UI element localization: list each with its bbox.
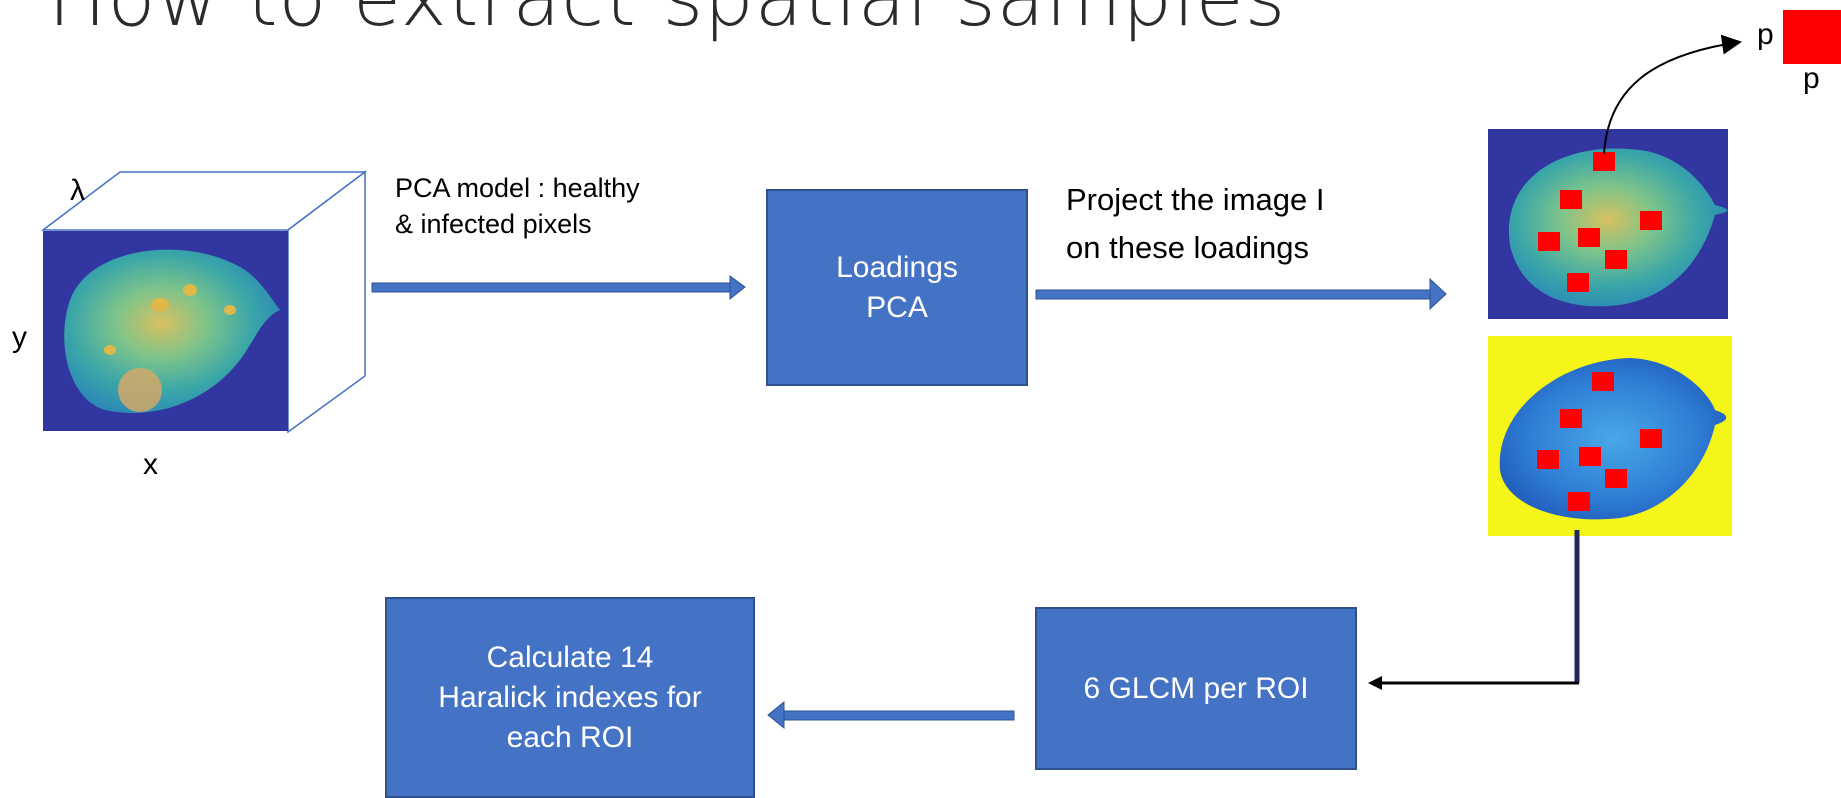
pca-model-label: PCA model : healthy & infected pixels	[395, 173, 640, 239]
hyperspectral-cube	[40, 170, 368, 434]
roi-markers-top	[1538, 152, 1662, 292]
y-axis-label: y	[12, 321, 27, 354]
curved-arrow	[1603, 34, 1742, 155]
roi-legend-square	[1783, 10, 1841, 64]
arrow-pca	[371, 275, 746, 301]
loadings-pca-box: Loadings PCA	[766, 189, 1028, 386]
lambda-label: λ	[70, 174, 85, 207]
roi-width-label: p	[1757, 18, 1774, 51]
connector-to-glcm	[1368, 530, 1580, 690]
project-label: Project the image I on these loadings	[1066, 182, 1325, 265]
x-axis-label: x	[143, 448, 158, 481]
glcm-box: 6 GLCM per ROI	[1035, 607, 1357, 770]
roi-markers-bottom	[1537, 372, 1662, 511]
roi-height-label: p	[1803, 62, 1820, 95]
projected-image-bottom	[1488, 336, 1732, 536]
page-title: How to extract spatial samples	[48, 0, 1286, 44]
leaf-shape	[64, 249, 280, 413]
arrow-project	[1035, 277, 1447, 311]
projected-image-top	[1488, 129, 1728, 319]
arrow-haralick	[767, 700, 1015, 730]
haralick-box: Calculate 14 Haralick indexes for each R…	[385, 597, 755, 798]
